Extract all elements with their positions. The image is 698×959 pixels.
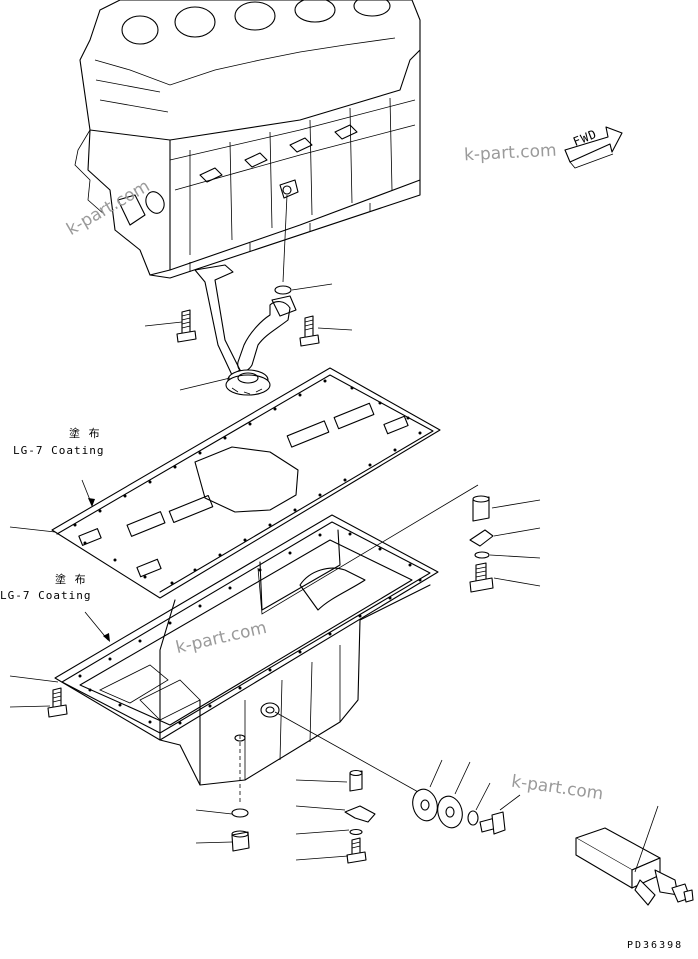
leader-line — [489, 554, 541, 559]
pan-bolt — [47, 687, 68, 718]
leader-line — [295, 779, 348, 783]
leader-line — [634, 805, 659, 873]
coating-label-text: LG-7 Coating — [13, 444, 105, 457]
leader-line — [9, 526, 56, 533]
leader-line — [295, 855, 349, 861]
drain-cover — [412, 788, 506, 835]
o-ring — [274, 285, 292, 295]
leader-line — [195, 841, 233, 844]
leader-line — [144, 321, 183, 327]
leader-line — [317, 327, 353, 331]
service-tool — [575, 827, 694, 906]
coating-label-text: LG-7 Coating — [0, 589, 92, 602]
forward-arrow — [564, 126, 623, 169]
leader-line — [429, 759, 521, 811]
leader-line — [195, 809, 233, 815]
leader-line — [274, 711, 421, 794]
leader-line — [493, 577, 541, 587]
gasket-holes — [73, 379, 422, 585]
coating-label-kanji: 塗 布 — [55, 573, 87, 586]
leader-line — [493, 527, 541, 537]
leader-line — [491, 499, 541, 509]
leader-line — [9, 675, 59, 683]
drawing-number: PD36398 — [627, 940, 684, 951]
right-hardware-stack — [469, 495, 494, 593]
leader-line — [84, 611, 109, 641]
oil-pan — [54, 514, 439, 805]
engine-block — [74, 0, 421, 279]
leader-line — [179, 377, 231, 391]
leader-line — [295, 805, 346, 811]
leader-line — [9, 705, 51, 708]
bolt-right — [299, 315, 320, 347]
drain-plug-parts — [231, 769, 376, 864]
leader-line — [295, 829, 350, 835]
oil-strainer — [194, 264, 297, 396]
bolt-left — [176, 309, 197, 343]
leader-line — [257, 484, 479, 615]
leader-line — [282, 194, 288, 283]
coating-label-kanji: 塗 布 — [69, 427, 101, 440]
oil-pan-gasket — [51, 367, 441, 599]
leader-line — [291, 283, 333, 291]
